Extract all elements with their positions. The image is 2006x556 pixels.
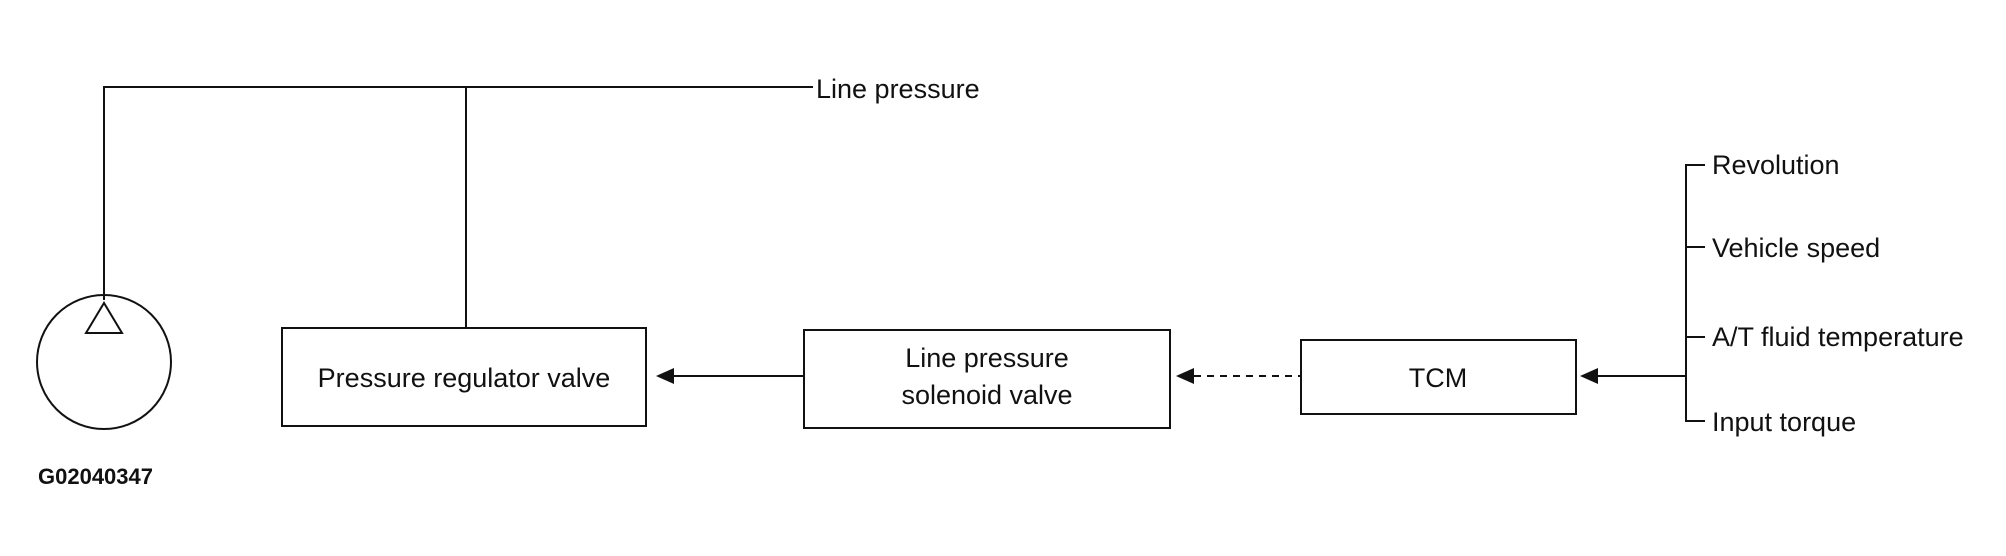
oil-pump-icon [36,294,172,430]
solenoid-valve-label-line1: Line pressure [905,343,1069,373]
line-pressure-solenoid-valve-box [803,329,1171,429]
tcm-box [1300,339,1577,415]
input-torque: Input torque [1712,407,1856,437]
regulator-arrowhead-icon [656,368,674,384]
input-revolution: Revolution [1712,150,1840,180]
line-pressure-label: Line pressure [816,74,980,104]
solenoid-arrowhead-icon [1176,368,1194,384]
line-pressure-line [103,86,813,300]
input-vehicle-speed: Vehicle speed [1712,233,1880,263]
figure-code: G02040347 [38,464,153,489]
tcm-arrowhead-icon [1580,368,1598,384]
pressure-regulator-valve-box [281,327,647,427]
solenoid-valve-label-line2: solenoid valve [901,380,1072,410]
pressure-regulator-valve-label: Pressure regulator valve [318,363,611,393]
inputs-bracket [1685,164,1705,422]
tcm-label: TCM [1409,363,1467,393]
input-fluid-temperature: A/T fluid temperature [1712,322,1964,352]
